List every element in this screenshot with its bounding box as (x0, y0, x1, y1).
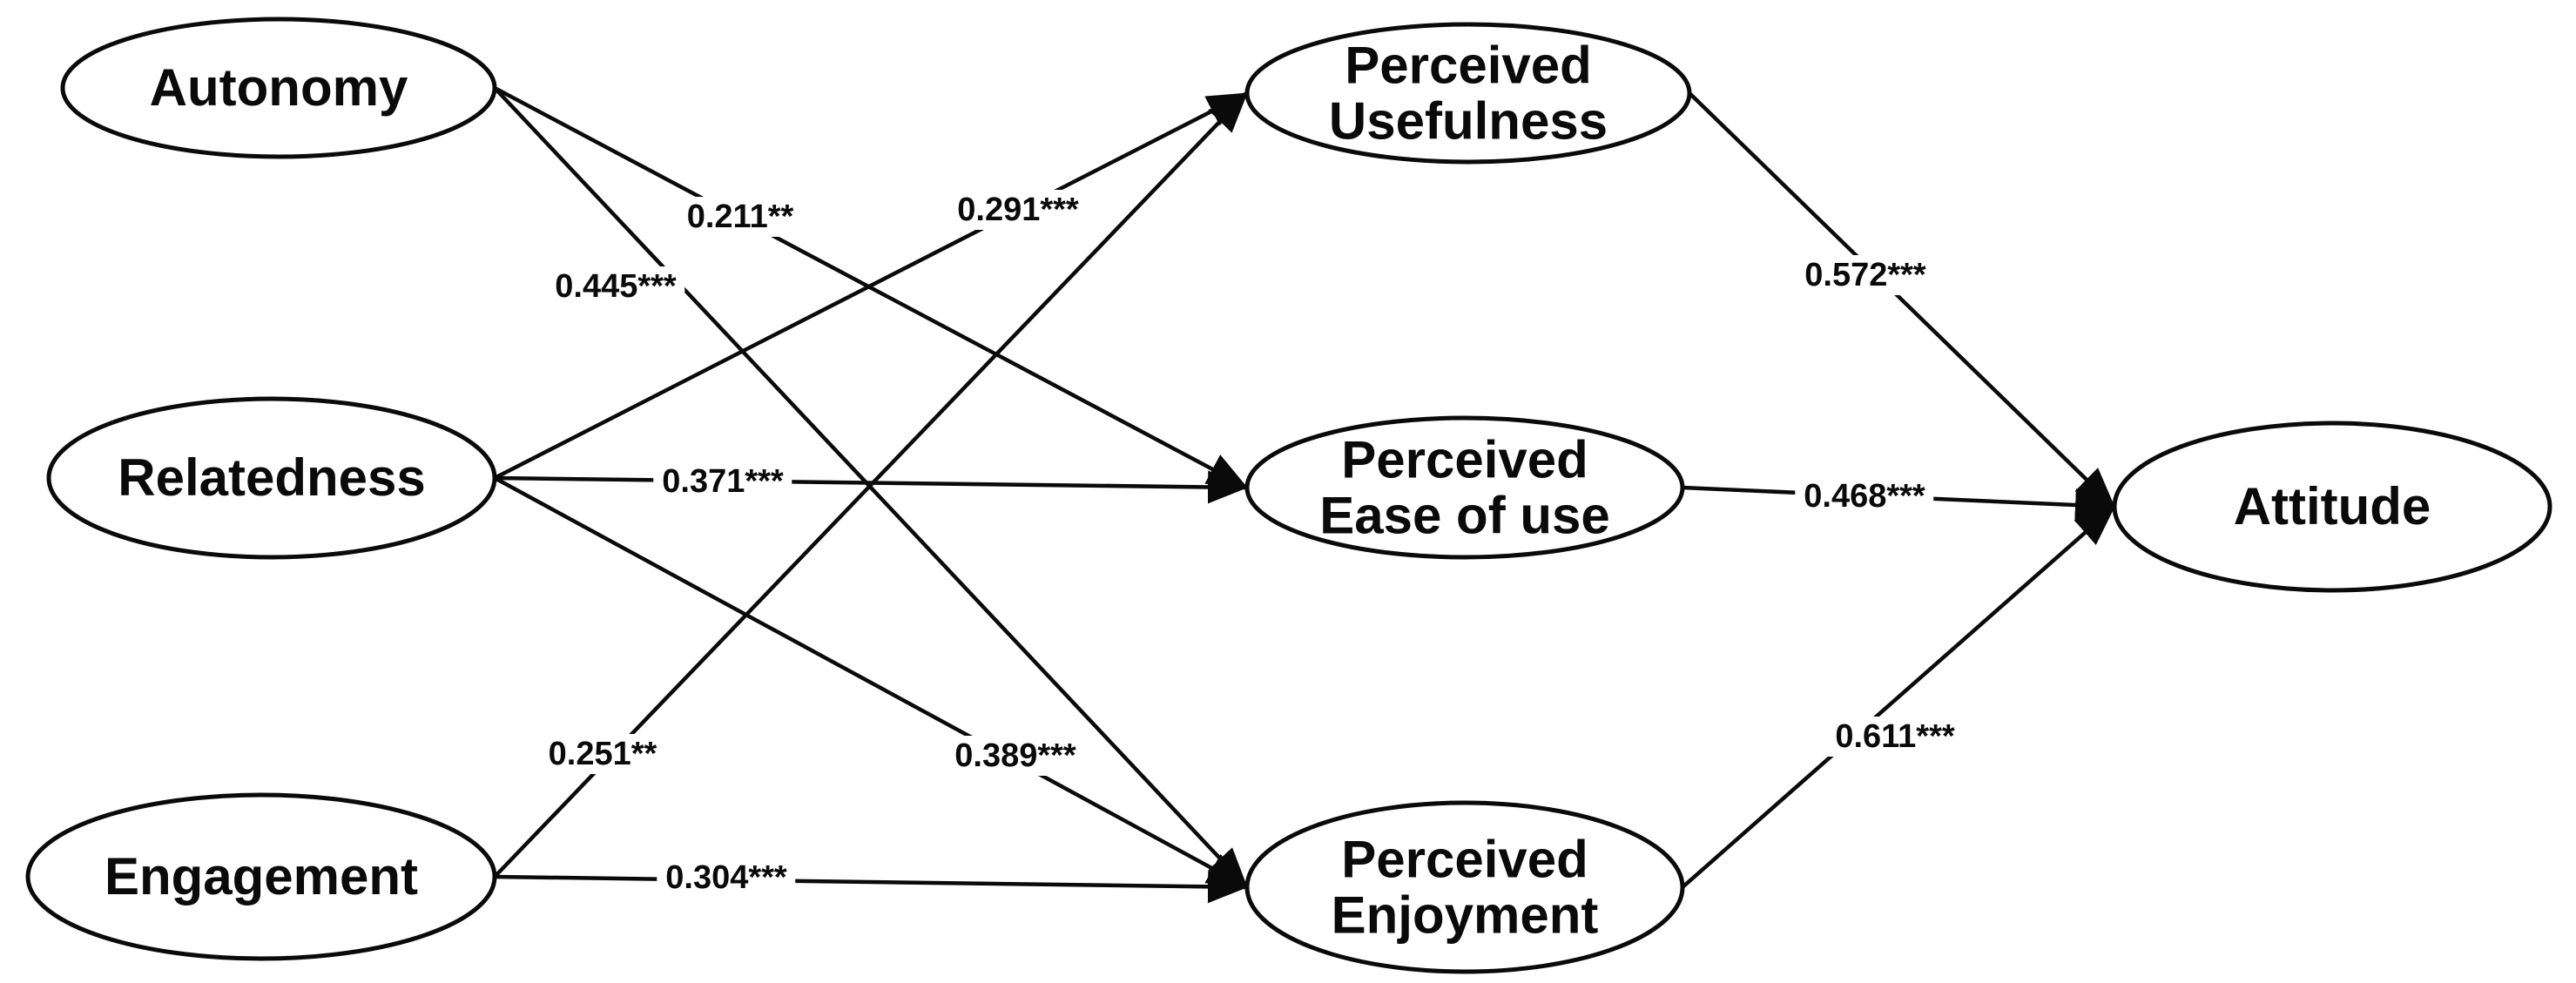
edge-label-perceived-enjoyment-attitude: 0.611*** (1826, 717, 1964, 757)
node-perceived-ease-of-use-label: Perceived Ease of use (1319, 432, 1610, 542)
node-perceived-usefulness-label: Perceived Usefulness (1329, 37, 1608, 148)
edge-label-engagement-perceived-enjoyment: 0.304*** (657, 858, 796, 898)
node-autonomy-label: Autonomy (149, 58, 408, 118)
edge-label-relatedness-perceived-usefulness: 0.291*** (948, 190, 1088, 230)
node-label-line: Ease of use (1319, 486, 1610, 544)
node-label-line: Perceived (1341, 430, 1588, 489)
edge-relatedness-perceived-usefulness-line (493, 91, 1249, 481)
edge-label-autonomy-perceived-enjoyment: 0.445*** (546, 266, 685, 306)
edge-label-relatedness-perceived-enjoyment: 0.389*** (946, 736, 1085, 776)
node-relatedness-label: Relatedness (118, 448, 426, 508)
node-label-line: Perceived (1341, 830, 1588, 889)
edge-perceived-enjoyment-attitude-line (1681, 505, 2116, 889)
node-perceived-enjoyment-label: Perceived Enjoyment (1332, 832, 1599, 942)
edge-label-relatedness-perceived-ease-of-use: 0.371*** (653, 461, 792, 502)
edge-label-autonomy-perceived-ease-of-use: 0.211** (678, 197, 803, 237)
edge-label-perceived-ease-of-use-attitude: 0.468*** (1795, 476, 1934, 516)
node-engagement-label: Engagement (104, 847, 419, 906)
edge-engagement-perceived-enjoyment-line (494, 870, 1248, 904)
edge-relatedness-perceived-enjoyment-line (493, 476, 1249, 889)
node-label-line: Enjoyment (1331, 885, 1599, 944)
node-attitude-label: Attitude (2233, 477, 2431, 536)
edge-label-engagement-perceived-usefulness: 0.251** (539, 734, 666, 774)
node-label-line: Usefulness (1328, 91, 1608, 150)
node-label-line: Perceived (1345, 36, 1592, 95)
edge-perceived-usefulness-attitude-line (1688, 91, 2116, 508)
edge-label-perceived-usefulness-attitude: 0.572*** (1796, 255, 1935, 295)
node-shapes (25, 17, 2552, 974)
